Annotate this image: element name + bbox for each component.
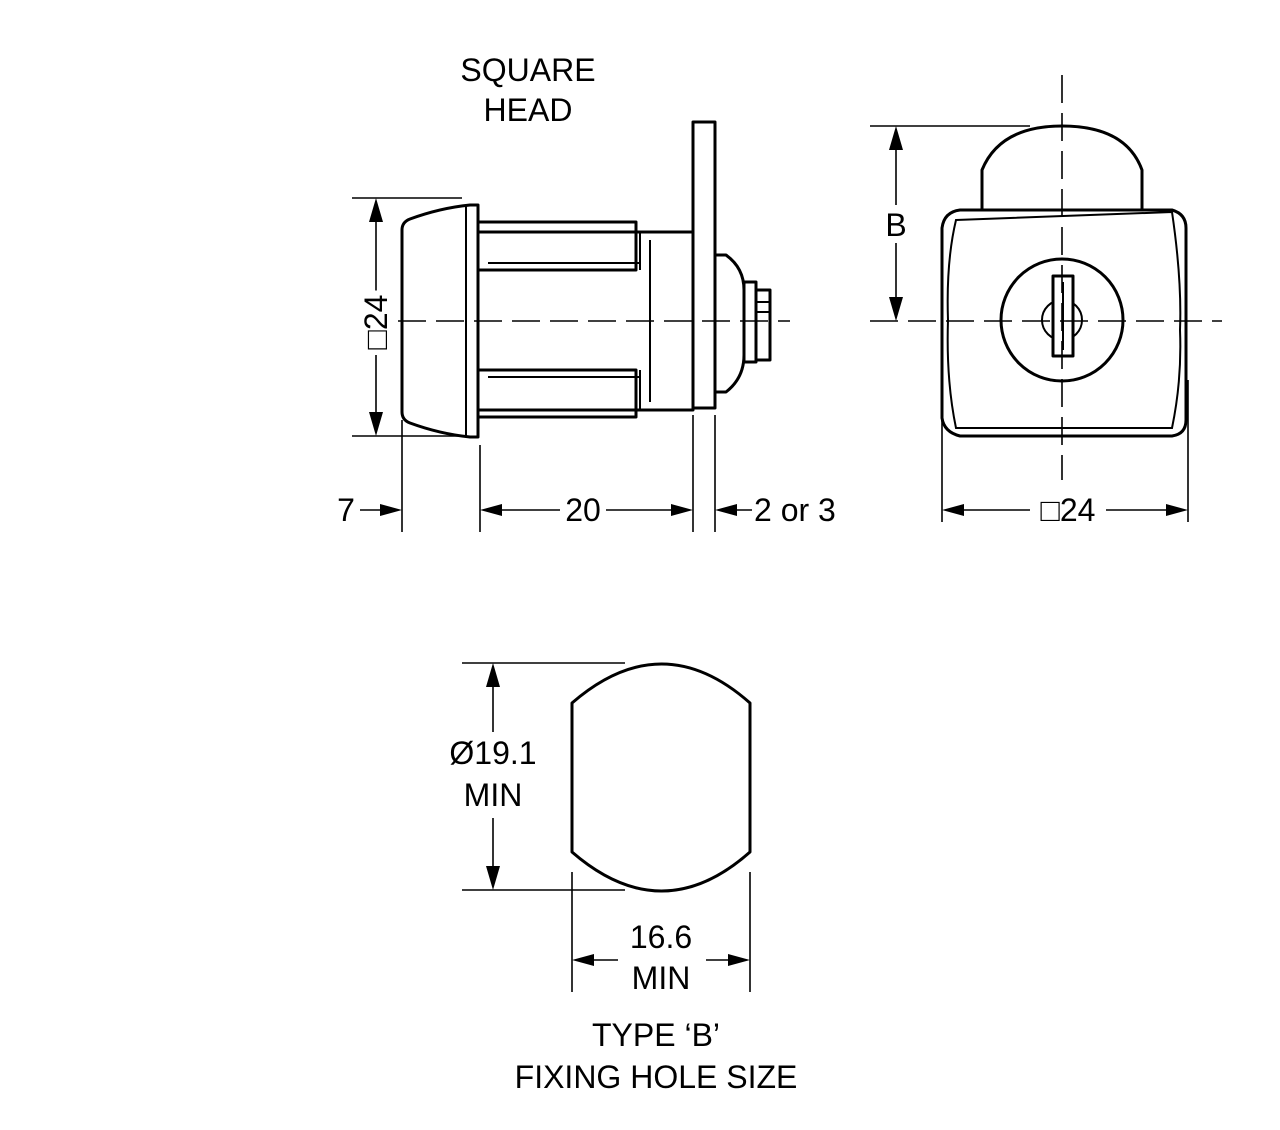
hole-width-arrow-left xyxy=(572,954,594,966)
dia-arrow-bottom xyxy=(486,866,500,890)
tail-ring xyxy=(742,280,758,364)
b-arrow-top xyxy=(889,126,903,150)
caption-line-2: FIXING HOLE SIZE xyxy=(515,1059,798,1095)
b-arrow-bottom xyxy=(889,297,903,321)
front-width-arrow-left xyxy=(942,504,964,516)
dim-b-label: B xyxy=(885,207,906,243)
dim-body-arrow-left xyxy=(480,504,502,516)
head-title-line-2: HEAD xyxy=(484,92,573,128)
lock-nut xyxy=(713,253,746,394)
height-arrow-bottom xyxy=(369,412,383,436)
lock-body xyxy=(476,230,695,412)
height-arrow-top xyxy=(369,198,383,222)
hole-width-label-line-1: 16.6 xyxy=(630,919,692,955)
caption-line-1: TYPE ‘B’ xyxy=(592,1017,720,1053)
fixing-hole-outline xyxy=(570,662,752,893)
tail-spindle xyxy=(754,288,772,362)
fixing-hole-view: Ø19.1 MIN 16.6 MIN TYPE ‘B’ FIXING HOLE … xyxy=(449,662,798,1095)
front-view: B □24 xyxy=(870,75,1222,528)
dim-body-arrow-right xyxy=(671,504,693,516)
side-height-label: □24 xyxy=(358,295,394,350)
dim-body-label: 20 xyxy=(565,492,601,528)
dim-panel-label: 2 or 3 xyxy=(754,492,836,528)
lower-sleeve xyxy=(476,368,638,419)
dim-head-arrow xyxy=(380,504,402,516)
square-head-bevel xyxy=(946,210,1182,429)
hole-dia-label-line-1: Ø19.1 xyxy=(449,735,536,771)
front-width-label: □24 xyxy=(1041,492,1096,528)
dim-head-label: 7 xyxy=(337,492,355,528)
upper-sleeve xyxy=(476,220,638,272)
hole-width-label-line-2: MIN xyxy=(632,960,691,996)
head-title-line-1: SQUARE xyxy=(460,52,595,88)
dia-arrow-top xyxy=(486,663,500,687)
hole-dia-label-line-2: MIN xyxy=(464,777,523,813)
hole-width-arrow-right xyxy=(728,954,750,966)
cam-plate xyxy=(691,120,717,410)
dim-panel-arrow xyxy=(715,504,737,516)
front-width-arrow-right xyxy=(1166,504,1188,516)
side-view: SQUARE HEAD □24 xyxy=(337,52,836,532)
